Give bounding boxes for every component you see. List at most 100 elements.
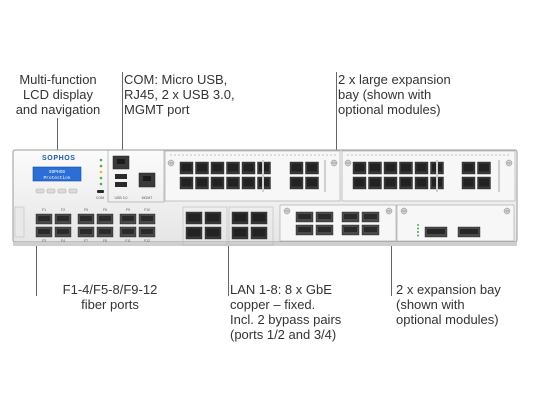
nav-button [46,188,56,194]
vent-dot [210,154,212,156]
sfp-slot [80,229,92,234]
callout-lan-line: LAN 1-8: 8 x GbE [230,282,332,297]
callout-com-line: RJ45, 2 x USB 3.0, [124,87,235,102]
rj45-socket [187,228,201,237]
vent-dot [202,154,204,156]
callout-lan-line: copper – fixed. [230,297,316,312]
rj45-socket [206,213,220,222]
vent-dot [355,154,357,156]
lcd-display [32,166,82,182]
bay-divider [498,160,500,192]
nav-button [35,188,45,194]
rj45-socket [233,228,247,237]
bay-divider [262,160,264,192]
leader-large-bay [336,72,337,152]
rj45-socket [479,163,489,172]
vent-dot [174,154,176,156]
vent-dot [403,154,405,156]
vent-dot [415,154,417,156]
rj45-socket [197,178,207,187]
fiber-port-label: F11 [125,239,131,243]
vent-dot [218,154,220,156]
callout-lcd-line: Multi-function [19,72,97,87]
rj45-socket [354,163,365,172]
rj45-socket [307,178,317,187]
rj45-socket [212,178,223,187]
callout-exp-bay-line: optional modules) [396,312,499,327]
sfp-slot [364,214,377,219]
vent-dot [258,154,260,156]
vent-dot [214,154,216,156]
vent-dot [451,154,453,156]
rj45-socket [385,163,396,172]
vent-dot [286,154,288,156]
expansion-bays [279,204,515,242]
fiber-port-label: F9 [126,208,130,212]
vent-dot [439,154,441,156]
rj45-socket [197,163,207,172]
vent-dot [407,154,409,156]
vent-dot [206,154,208,156]
callout-com-line: MGMT port [124,102,190,117]
vent-dot [507,154,509,156]
vent-dot [254,154,256,156]
leader-lcd [57,118,58,166]
bay-divider [436,160,438,192]
vent-dot [290,154,292,156]
vent-dot [503,154,505,156]
sfp-slot [99,229,111,234]
vent-dot [427,154,429,156]
callout-com-line: COM: Micro USB, [124,72,228,87]
rj45-socket [291,163,302,172]
callout-large-bay-line: optional modules) [338,102,441,117]
vent-dot [471,154,473,156]
vent-dot [399,154,401,156]
nav-button [68,188,78,194]
rj45-socket [233,213,247,222]
vent-dot [375,154,377,156]
callout-lcd-line: LCD display [22,87,94,102]
sfp-slot [80,216,92,221]
vent-dot [391,154,393,156]
vent-dot [198,154,200,156]
rj45-socket [228,163,238,172]
callout-fiber: F1-4/F5-8/F9-12 fiber ports [40,282,180,312]
lcd-nav-buttons [35,188,78,194]
vent-dot [226,154,228,156]
vent-dot [334,154,336,156]
usb-label: USB 3.0 [114,196,127,200]
module-led [417,231,419,233]
vent-dot [459,154,461,156]
vent-dot [495,154,497,156]
large-expansion-bays [164,150,516,202]
vent-dot [274,154,276,156]
sfp-slot [318,214,331,219]
callout-large-bay-line: bay (shown with [338,87,432,102]
mgmt-label: MGMT [142,196,154,200]
rj45-socket [307,163,317,172]
vent-dot [479,154,481,156]
rj45-socket [463,178,474,187]
leader-exp-bay [391,246,392,296]
vent-dot [266,154,268,156]
vent-dot [326,154,328,156]
vent-dot [395,154,397,156]
vent-dot [487,154,489,156]
rj45-socket [401,163,411,172]
rj45-socket [252,213,266,222]
nav-button [57,188,67,194]
vent-dot [242,154,244,156]
vent-dot [282,154,284,156]
vent-dot [383,154,385,156]
vent-dot [467,154,469,156]
vent-dot [411,154,413,156]
vent-dot [190,154,192,156]
vent-dot [294,154,296,156]
rj45-socket [181,163,192,172]
callout-large-bay: 2 x large expansion bay (shown with opti… [338,72,451,117]
vent-dot [234,154,236,156]
vent-dot [298,154,300,156]
fiber-port-label: F7 [84,239,88,243]
console-label: COM [96,196,104,200]
